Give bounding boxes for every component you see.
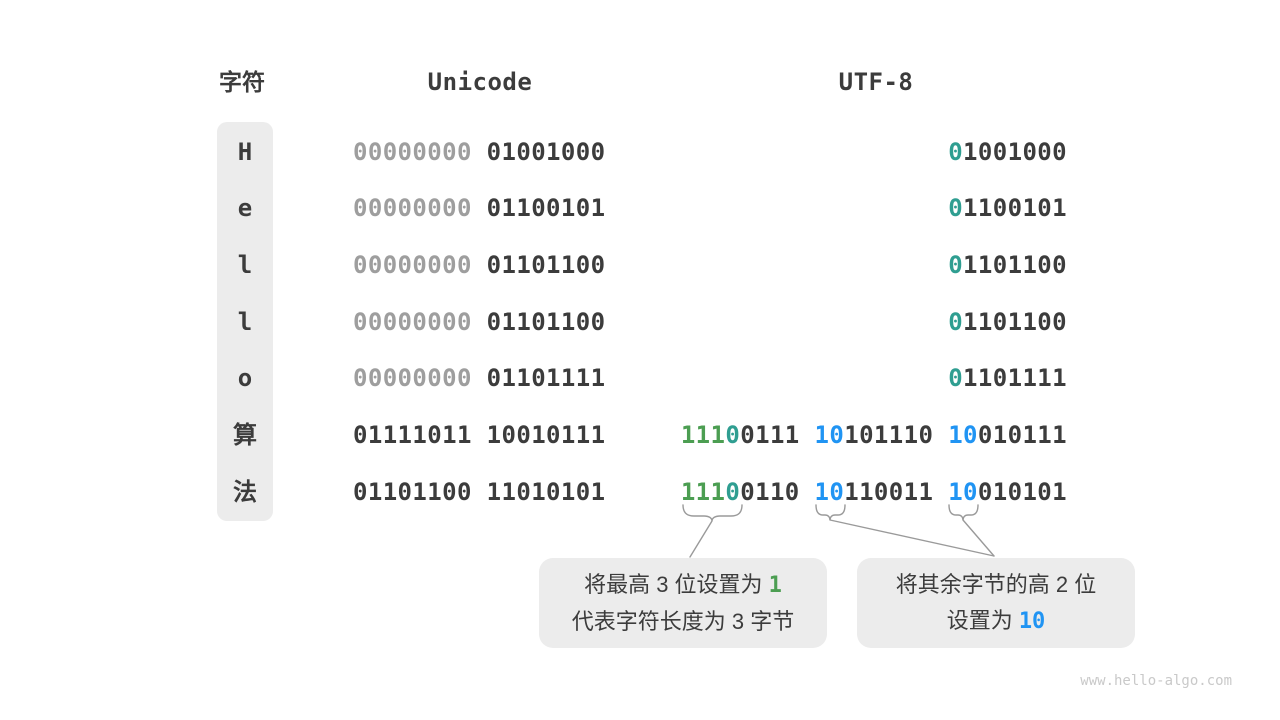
char-cell: o: [237, 364, 253, 392]
callout-leading-line1: 将最高 3 位设置为 1: [584, 571, 782, 598]
bit-segment: 01001000: [486, 138, 606, 166]
bit-segment: 0: [948, 138, 964, 166]
unicode-bits: 00000000 01100101: [353, 190, 605, 226]
bit-segment: 00000000: [353, 308, 472, 336]
utf8-bits: 01101100: [948, 304, 1067, 340]
unicode-bits: 00000000 01101111: [353, 360, 605, 396]
watermark: www.hello-algo.com: [1080, 673, 1232, 689]
bit-segment: 0: [948, 364, 964, 392]
bit-segment: 00000000: [353, 364, 472, 392]
char-cell: 法: [233, 478, 257, 506]
utf8-bits: 01101100: [948, 247, 1067, 283]
char-cell: 算: [233, 421, 257, 449]
bit-segment: 111: [680, 478, 726, 506]
bit-segment: 01100101: [486, 194, 606, 222]
bit-segment: 010101: [977, 478, 1067, 506]
unicode-bits: 00000000 01101100: [353, 247, 605, 283]
bit-segment: 0: [948, 308, 964, 336]
callout-continuation-line1: 将其余字节的高 2 位: [895, 571, 1097, 597]
bit-segment: 00000000: [353, 138, 472, 166]
highlight-one-zero: 10: [1018, 608, 1046, 634]
bit-segment: 1001000: [963, 138, 1067, 166]
callout-continuation-line2: 设置为 10: [946, 607, 1046, 634]
char-cell: l: [237, 251, 253, 279]
bit-segment: 0: [725, 421, 741, 449]
bit-segment: 101110: [844, 421, 934, 449]
bit-segment: 0: [725, 478, 741, 506]
utf8-bits: 01101111: [948, 360, 1067, 396]
highlight-one: 1: [768, 572, 782, 598]
bit-segment: 10: [948, 421, 978, 449]
unicode-bits: 00000000 01001000: [353, 134, 605, 170]
utf8-bits: 11100110 10110011 10010101: [681, 474, 1067, 510]
bit-segment: 010111: [977, 421, 1067, 449]
callout-leading-bits: 将最高 3 位设置为 1 代表字符长度为 3 字节: [539, 558, 827, 648]
bit-segment: 0: [948, 194, 964, 222]
bit-segment: 1100101: [963, 194, 1067, 222]
bit-segment: 111: [680, 421, 726, 449]
connector-line-continuation-first: [829, 519, 995, 557]
unicode-bits: 01111011 10010111: [353, 417, 605, 453]
bit-segment: 1101100: [963, 308, 1067, 336]
bit-segment: 01101111: [486, 364, 606, 392]
bit-segment: 00000000: [353, 194, 472, 222]
bit-segment: 0111: [740, 421, 800, 449]
bit-segment: 1101111: [963, 364, 1067, 392]
utf8-bits: 01001000: [948, 134, 1067, 170]
utf8-bits: 11100111 10101110 10010111: [681, 417, 1067, 453]
bit-segment: 10: [814, 478, 845, 506]
bit-segment: 10010111: [486, 421, 606, 449]
bit-segment: 0: [948, 251, 964, 279]
bit-segment: 01101100: [353, 478, 472, 506]
bit-segment: 01111011: [353, 421, 472, 449]
callout-continuation-bits: 将其余字节的高 2 位 设置为 10: [857, 558, 1135, 648]
bit-segment: 01101100: [486, 251, 606, 279]
utf8-bits: 01100101: [948, 190, 1067, 226]
callout-leading-line2: 代表字符长度为 3 字节: [571, 608, 795, 634]
bit-segment: 0110: [740, 478, 800, 506]
connector-line-continuation-second: [962, 519, 995, 557]
character-column-background: [217, 122, 273, 521]
unicode-bits: 00000000 01101100: [353, 304, 605, 340]
bit-segment: 10: [948, 478, 978, 506]
char-cell: l: [237, 308, 253, 336]
bit-segment: 1101100: [963, 251, 1067, 279]
bit-segment: 10: [814, 421, 845, 449]
bit-segment: 11010101: [486, 478, 606, 506]
column-header-utf8: UTF-8: [838, 68, 914, 96]
bit-segment: 110011: [844, 478, 934, 506]
char-cell: e: [237, 194, 253, 222]
unicode-bits: 01101100 11010101: [353, 474, 605, 510]
column-header-unicode: Unicode: [427, 68, 533, 96]
connector-line-leading: [689, 520, 713, 558]
char-cell: H: [237, 138, 253, 166]
column-header-character: 字符: [219, 69, 265, 95]
bit-segment: 00000000: [353, 251, 472, 279]
bit-segment: 01101100: [486, 308, 606, 336]
